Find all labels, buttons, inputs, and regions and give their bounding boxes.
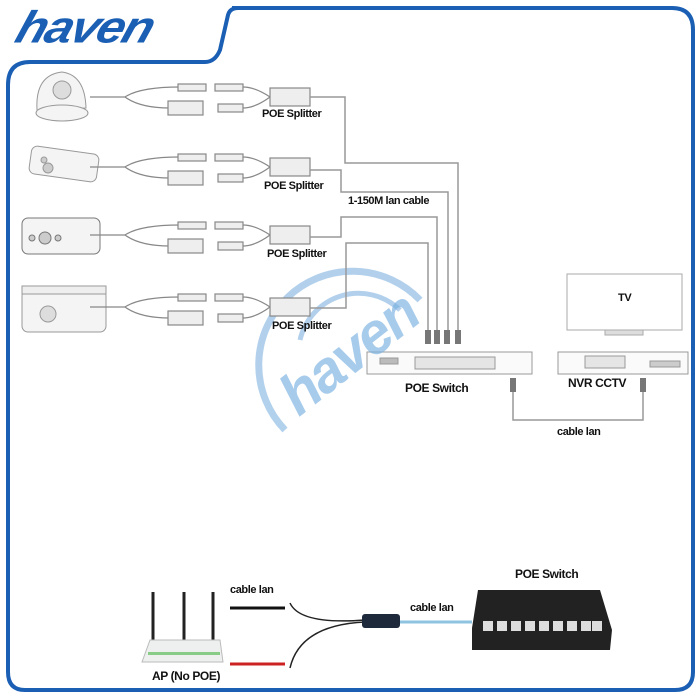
bullet-camera-icon-2 [21, 217, 101, 255]
ap-router-icon [141, 592, 224, 663]
switch-cable-label: cable lan [410, 602, 454, 614]
poe-switch-8port-icon [472, 590, 612, 650]
dome-camera-icon [35, 71, 89, 122]
bottom-poe-switch-label: POE Switch [515, 567, 579, 581]
nvr-label: NVR CCTV [568, 376, 627, 390]
poe-switch-rack-icon [366, 351, 533, 375]
frame-border [6, 6, 695, 692]
nvr-icon [557, 351, 689, 375]
ap-label: AP (No POE) [152, 669, 221, 683]
tv-icon [566, 273, 683, 336]
tv-label: TV [618, 292, 632, 304]
splitter-sets [89, 83, 311, 326]
lan-cable-label: 1-150M lan cable [348, 195, 430, 207]
poe-switch-label: POE Switch [405, 381, 469, 395]
bullet-camera-icon-1 [28, 145, 100, 183]
splitter-label-2: POE Splitter [264, 180, 324, 192]
poe-splitter-adapter [289, 602, 366, 669]
splitter-adapter-box [362, 614, 400, 628]
splitter-label-4: POE Splitter [272, 320, 332, 332]
haven-logo: haven [9, 1, 161, 53]
ap-cable-label: cable lan [230, 584, 274, 596]
nvr-cable-label: cable lan [557, 426, 601, 438]
rj45-plugs [425, 330, 646, 392]
splitter-label-3: POE Splitter [267, 248, 327, 260]
splitter-label-1: POE Splitter [262, 108, 322, 120]
lan-cables [310, 96, 644, 421]
bullet-camera-icon-3 [21, 285, 107, 333]
